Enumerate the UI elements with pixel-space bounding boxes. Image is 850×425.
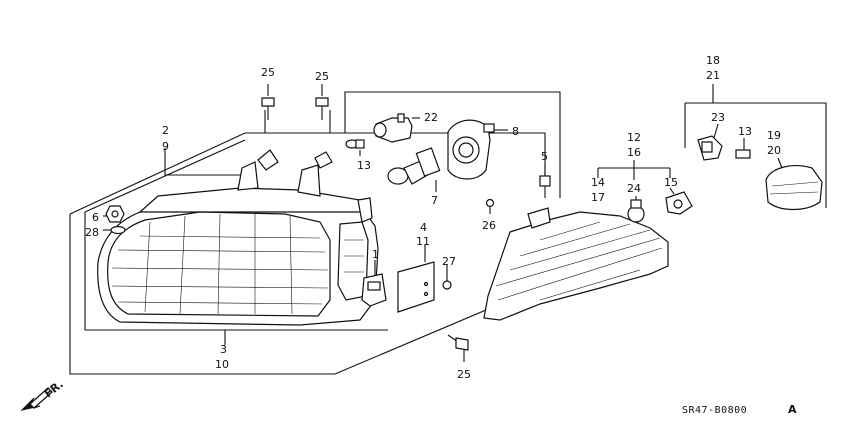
clip-part-5	[539, 165, 551, 187]
callout-23: 23	[711, 111, 725, 124]
group-outline-turn-signal	[597, 160, 671, 180]
callout-3: 3	[220, 343, 227, 356]
callout-24: 24	[627, 182, 641, 195]
diagram-code: SR47-B0800	[682, 405, 747, 416]
plate-part-4	[397, 245, 435, 313]
small-bulb-part-13a	[345, 139, 365, 156]
socket-part-1	[361, 260, 387, 307]
callout-27: 27	[442, 255, 456, 268]
turn-signal-lens	[483, 207, 669, 321]
callout-26: 26	[482, 219, 496, 232]
callout-13a: 13	[357, 159, 371, 172]
callout-25c: 25	[457, 368, 471, 381]
callout-9: 9	[162, 140, 169, 153]
diagram-code-suffix: A	[788, 403, 797, 416]
callout-11: 11	[416, 235, 430, 248]
callout-6: 6	[92, 211, 99, 224]
side-marker-bulb-part-13b	[735, 138, 751, 159]
bulb-socket-part-22	[373, 113, 420, 143]
callout-13b: 13	[738, 125, 752, 138]
group-outline-headlight-unit	[84, 139, 388, 345]
callout-14: 14	[591, 176, 605, 189]
callout-4: 4	[420, 221, 427, 234]
callout-28: 28	[85, 226, 99, 239]
washer-part-28	[103, 225, 126, 235]
callout-15: 15	[664, 176, 678, 189]
callout-10: 10	[215, 358, 229, 371]
screw-part-26	[485, 198, 495, 214]
callout-12: 12	[627, 131, 641, 144]
callout-17: 17	[591, 191, 605, 204]
callout-18: 18	[706, 54, 720, 67]
callout-21: 21	[706, 69, 720, 82]
callout-2: 2	[162, 124, 169, 137]
callout-25b: 25	[315, 70, 329, 83]
callout-7: 7	[431, 194, 438, 207]
callout-19: 19	[767, 129, 781, 142]
callout-16: 16	[627, 146, 641, 159]
group-outline-side-marker	[684, 84, 827, 208]
bolt-part-6	[103, 205, 125, 223]
front-direction-arrow-icon	[20, 387, 53, 411]
turn-socket-part-15	[665, 187, 693, 215]
headlight-bulb-part-7	[387, 147, 441, 192]
headlight-assembly	[97, 149, 379, 326]
screw-part-27	[442, 265, 452, 290]
bulb-cover-part-8	[447, 119, 508, 180]
callout-8: 8	[512, 125, 519, 138]
screw-part-25c	[447, 334, 469, 362]
side-marker-socket-part-23	[697, 123, 723, 161]
callout-20: 20	[767, 144, 781, 157]
callout-labels: 2 9 25 25 6 28 22 8 13 7 5 26 4 11 27 1 …	[85, 54, 781, 381]
callout-5: 5	[541, 150, 548, 163]
screw-part-25a	[261, 84, 275, 120]
callout-25a: 25	[261, 66, 275, 79]
callout-22: 22	[424, 111, 438, 124]
callout-1: 1	[372, 248, 379, 261]
turn-bulb-part-24	[627, 196, 645, 223]
screw-part-25b	[315, 84, 329, 120]
side-marker-lens-part-19	[765, 157, 823, 211]
